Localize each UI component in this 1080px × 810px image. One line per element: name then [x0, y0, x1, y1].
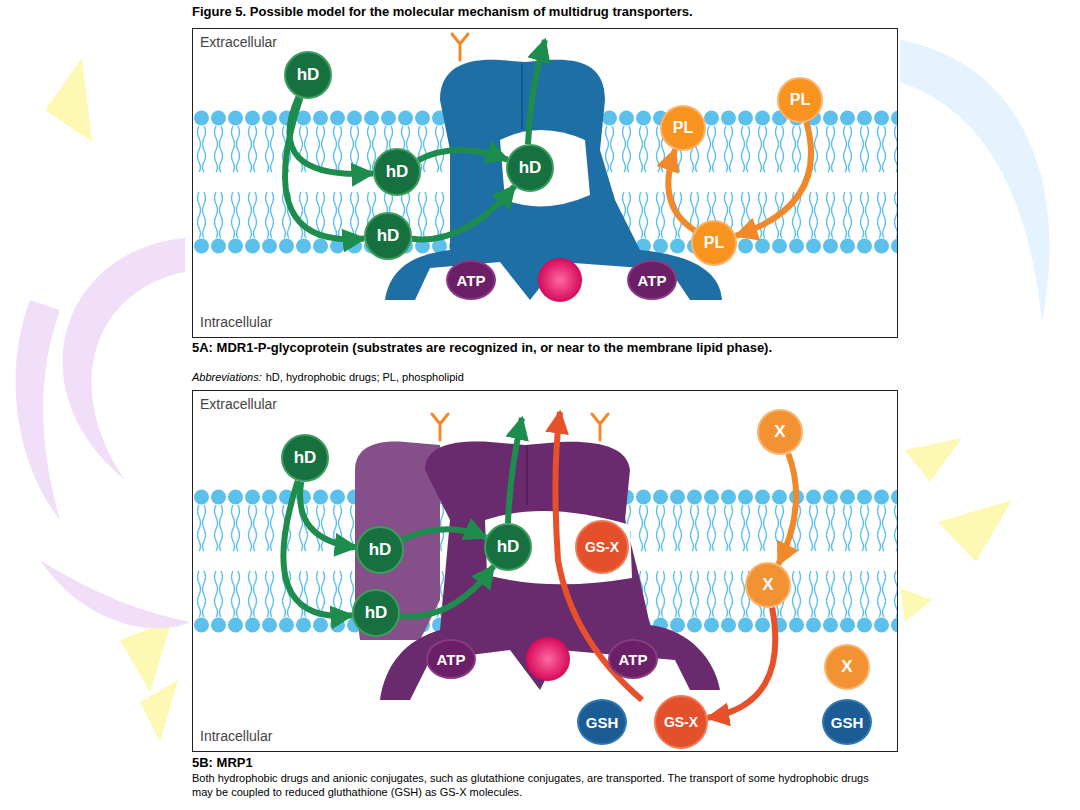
drug-circle: hD — [506, 144, 554, 192]
conjugate-circle: GS-X — [575, 520, 629, 574]
node-text: hD — [377, 226, 400, 246]
drug-circle: hD — [284, 51, 332, 99]
flow-arrow — [708, 608, 776, 718]
drug-circle: hD — [356, 526, 404, 574]
atp-ellipse: ATP — [627, 260, 677, 300]
drug-circle: hD — [373, 148, 421, 196]
figure-title: Figure 5. Possible model for the molecul… — [192, 4, 992, 19]
glycosylation — [432, 414, 448, 440]
node-text: hD — [297, 65, 320, 85]
decor-triangle — [900, 588, 932, 622]
efflux-arrow — [508, 418, 522, 523]
glycosylation — [592, 414, 608, 440]
phospholipid-circle: PL — [660, 105, 706, 151]
drug-circle: hD — [352, 589, 400, 637]
panel-description: Both hydrophobic drugs and anionic conju… — [192, 771, 892, 799]
region-label: Intracellular — [200, 728, 272, 744]
abbreviation-text: hD, hydrophobic drugs; PL, phospholipid — [266, 371, 464, 384]
node-text: GS-X — [585, 539, 619, 555]
nucleotide-domain — [526, 637, 570, 681]
panel-ground — [192, 390, 898, 752]
diagram-panel: ExtracellularIntracellular hD hD hD hD GS-X X X… — [192, 390, 898, 752]
node-text: hD — [519, 158, 542, 178]
drug-circle: hD — [281, 434, 329, 482]
efflux-arrow — [528, 40, 545, 144]
node-text: PL — [704, 234, 724, 252]
panel-caption: 5A: MDR1-P-glycoprotein (substrates are … — [192, 340, 898, 355]
node-text: X — [774, 422, 785, 442]
region-label: Extracellular — [200, 396, 277, 412]
phospholipid-circle: PL — [777, 77, 823, 123]
node-text: hD — [497, 537, 520, 557]
glutathione-circle: GSH — [822, 699, 872, 745]
decor-triangle — [120, 620, 172, 692]
binding-cavity — [500, 130, 590, 206]
node-text: hD — [294, 448, 317, 468]
flow-arrow — [283, 481, 352, 616]
flow-arrow — [668, 150, 694, 231]
node-text: X — [841, 657, 852, 677]
protein-seam — [521, 64, 523, 130]
mrp1-protein — [380, 442, 720, 700]
drug-circle: hD — [364, 212, 412, 260]
protein-seam — [526, 446, 528, 505]
conjugate-circle: GS-X — [654, 695, 708, 749]
decor-triangle — [938, 500, 1012, 562]
region-label: Extracellular — [200, 34, 277, 50]
flow-arrow — [778, 454, 796, 565]
node-text: ATP — [619, 651, 648, 668]
node-text: GSH — [586, 714, 619, 731]
node-text: PL — [790, 91, 810, 109]
node-text: ATP — [457, 272, 486, 289]
node-text: ATP — [437, 651, 466, 668]
node-text: ATP — [638, 272, 667, 289]
panel-caption: 5B: MRP1 — [192, 755, 898, 770]
decor-triangle — [140, 680, 178, 742]
node-text: hD — [369, 540, 392, 560]
region-label: Intracellular — [200, 314, 272, 330]
flow-arrow — [300, 482, 356, 548]
flow-arrow — [400, 566, 494, 616]
decor-triangle — [45, 58, 92, 142]
decor-arc — [40, 560, 190, 628]
diagram-panel: ExtracellularIntracellular hD hD hD hD PL PL PL… — [192, 28, 898, 338]
node-text: X — [762, 575, 773, 595]
substrate-circle: X — [824, 644, 870, 690]
flow-arrow — [285, 98, 364, 239]
nucleotide-domain — [538, 258, 582, 302]
decor-arc — [900, 40, 1050, 322]
substrate-circle: X — [745, 562, 791, 608]
decor-arc — [63, 238, 185, 480]
node-text: hD — [365, 603, 388, 623]
node-text: GS-X — [664, 714, 698, 730]
substrate-circle: X — [757, 409, 803, 455]
flow-arrow — [402, 529, 486, 540]
drug-circle: hD — [484, 523, 532, 571]
atp-ellipse: ATP — [446, 260, 496, 300]
panel-ground — [192, 28, 898, 338]
flow-arrow — [412, 186, 515, 239]
node-text: GSH — [831, 714, 864, 731]
flow-arrow — [418, 150, 508, 160]
glycosylation — [452, 34, 468, 60]
node-text: PL — [673, 119, 693, 137]
flow-arrow — [736, 122, 811, 236]
atp-ellipse: ATP — [426, 639, 476, 679]
phospholipid-circle: PL — [691, 220, 737, 266]
decor-triangle — [905, 438, 962, 482]
decor-arc — [16, 300, 60, 520]
node-text: hD — [386, 162, 409, 182]
atp-ellipse: ATP — [608, 639, 658, 679]
flow-arrow — [289, 97, 373, 174]
abbreviation-heading: Abbreviations: — [192, 371, 262, 384]
glutathione-circle: GSH — [577, 699, 627, 745]
